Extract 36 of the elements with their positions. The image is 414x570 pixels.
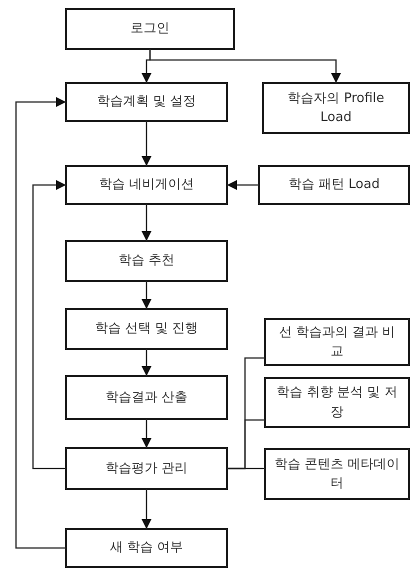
- process-box: [65, 447, 228, 490]
- process-box: [65, 240, 228, 282]
- process-box: [264, 448, 410, 500]
- connector-arrow: [227, 180, 258, 190]
- process-box: [264, 377, 410, 428]
- box-label: 학습 패턴 Load: [288, 176, 380, 194]
- connector-arrow: [32, 180, 66, 470]
- box-label: 학습 선택 및 진행: [94, 320, 198, 338]
- process-box: [264, 318, 410, 366]
- box-label: 로그인: [130, 20, 170, 38]
- process-box: [65, 165, 228, 205]
- box-label: 학습계획 및 설정: [96, 93, 196, 112]
- process-box: [65, 528, 228, 568]
- process-box: [65, 375, 228, 420]
- connector-arrow: [142, 282, 152, 309]
- connector-arrow: [149, 50, 341, 83]
- connector-arrow: [142, 122, 152, 166]
- box-label: 학습자의 Profile Load: [286, 90, 386, 127]
- process-box: [262, 82, 410, 134]
- connector-arrow: [142, 490, 152, 529]
- process-box: [258, 165, 410, 205]
- box-label: 학습 콘텐츠 메타데이터: [274, 456, 400, 493]
- connector-arrow: [142, 205, 152, 241]
- box-label: 학습평가 관리: [105, 460, 188, 478]
- connector-arrow: [142, 420, 152, 448]
- box-label: 선 학습과의 결과 비교: [278, 324, 396, 361]
- connector-arrow: [15, 97, 66, 549]
- box-label: 학습 네비게이션: [98, 176, 194, 194]
- box-label: 새 학습 여부: [110, 539, 184, 558]
- process-box: [65, 308, 228, 350]
- process-box: [65, 8, 235, 50]
- process-box: [65, 82, 228, 122]
- box-label: 학습 추천: [118, 252, 175, 270]
- connector-arrow: [142, 350, 152, 376]
- box-label: 학습 취향 분석 및 저장: [276, 384, 398, 422]
- box-label: 학습결과 산출: [105, 388, 188, 407]
